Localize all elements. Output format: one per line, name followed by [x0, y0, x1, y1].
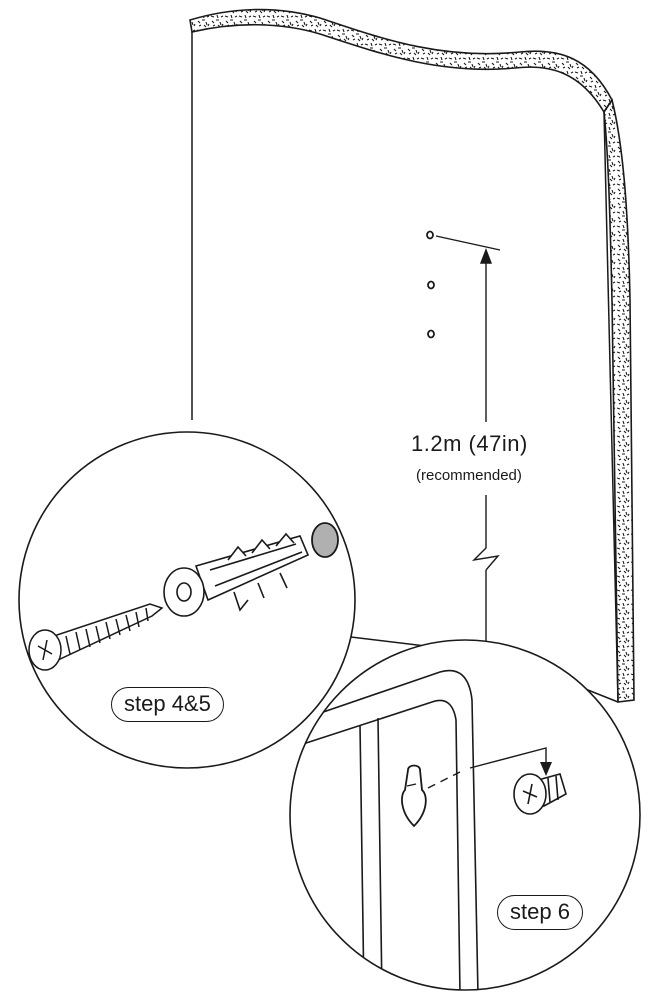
wall-hole	[311, 522, 339, 558]
height-measurement: 1.2m (47in)	[411, 431, 528, 456]
wall-top-edge	[189, 8, 613, 114]
screw-head-icon	[513, 773, 567, 815]
drill-hole-icon	[427, 280, 435, 290]
keyhole-slot-icon	[401, 764, 427, 828]
zoom-circle-step-6	[289, 639, 641, 991]
recommended-note: (recommended)	[416, 467, 522, 484]
device-back-panel	[299, 669, 479, 990]
down-arrow-icon	[540, 762, 552, 776]
up-arrow-icon	[479, 248, 493, 264]
wall-side-edge	[603, 98, 635, 703]
step-6-label: step 6	[497, 895, 583, 930]
screw-icon	[28, 603, 164, 671]
drill-hole-icon	[427, 329, 435, 339]
step-4-5-label: step 4&5	[111, 687, 224, 722]
zoom-circle-step-4-5	[18, 431, 356, 769]
wall-anchor-icon	[163, 532, 310, 617]
wall-panel	[189, 8, 635, 703]
drill-hole-icon	[426, 230, 434, 240]
drill-holes	[426, 230, 435, 339]
